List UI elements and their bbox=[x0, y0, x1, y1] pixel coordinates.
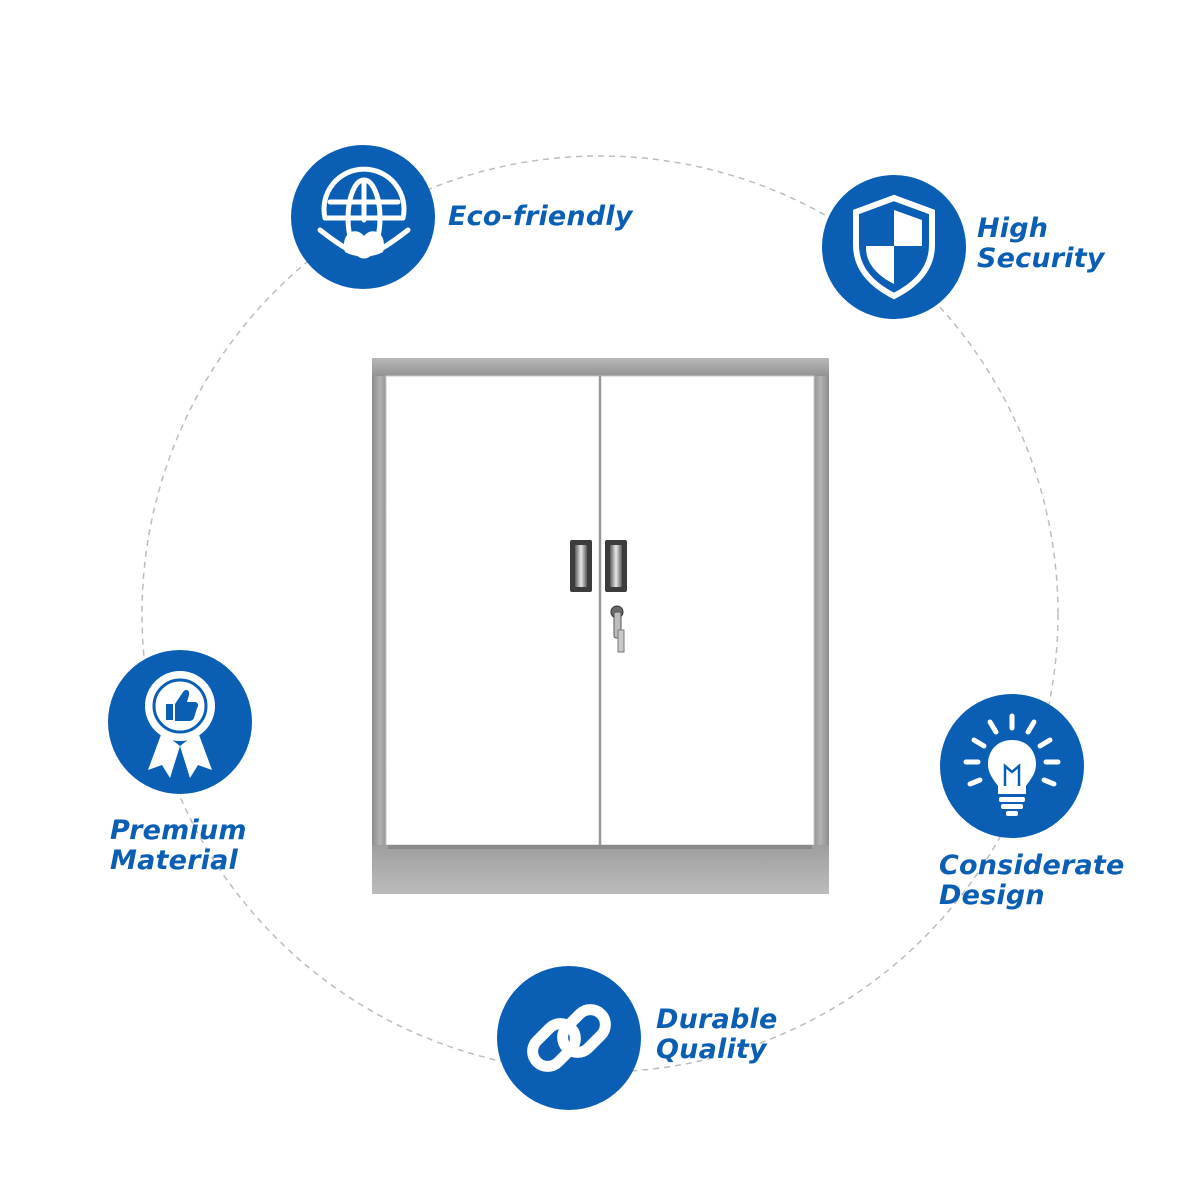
label-line: Design bbox=[939, 880, 1045, 911]
high-security-badge bbox=[822, 175, 966, 319]
premium-material-label: Premium Material bbox=[110, 816, 247, 876]
cabinet-right-door bbox=[600, 375, 815, 846]
durable-quality-badge bbox=[497, 966, 641, 1110]
label-line: High bbox=[977, 213, 1049, 244]
eco-friendly-label: Eco-friendly bbox=[448, 202, 633, 232]
label-line: Premium bbox=[110, 815, 247, 846]
premium-material-badge bbox=[108, 650, 252, 794]
cabinet-left-door bbox=[385, 375, 600, 846]
high-security-label: High Security bbox=[977, 214, 1105, 274]
shield-icon bbox=[853, 194, 935, 300]
cabinet-right-side bbox=[812, 376, 829, 894]
cabinet-base bbox=[372, 845, 829, 894]
label-line: Considerate bbox=[939, 850, 1125, 881]
cabinet-image bbox=[372, 358, 829, 894]
light-bulb-icon bbox=[963, 713, 1061, 816]
lock-with-key bbox=[610, 605, 625, 653]
considerate-design-label: Considerate Design bbox=[939, 851, 1125, 911]
globe-leaf-icon bbox=[317, 166, 411, 259]
cabinet-left-side bbox=[372, 376, 388, 894]
award-thumbs-up-icon bbox=[145, 671, 215, 778]
chain-link-icon bbox=[527, 1004, 611, 1072]
left-handle bbox=[570, 540, 592, 592]
eco-friendly-badge bbox=[291, 145, 435, 289]
label-line: Security bbox=[977, 243, 1105, 274]
label-line: Durable bbox=[656, 1004, 778, 1035]
label-line: Quality bbox=[656, 1034, 767, 1065]
considerate-design-badge bbox=[940, 694, 1084, 838]
label-line: Eco-friendly bbox=[448, 201, 633, 232]
cabinet-top bbox=[372, 358, 829, 378]
label-line: Material bbox=[110, 845, 238, 876]
cabinet-base-trim bbox=[388, 845, 812, 849]
durable-quality-label: Durable Quality bbox=[656, 1005, 777, 1065]
right-handle bbox=[605, 540, 627, 592]
